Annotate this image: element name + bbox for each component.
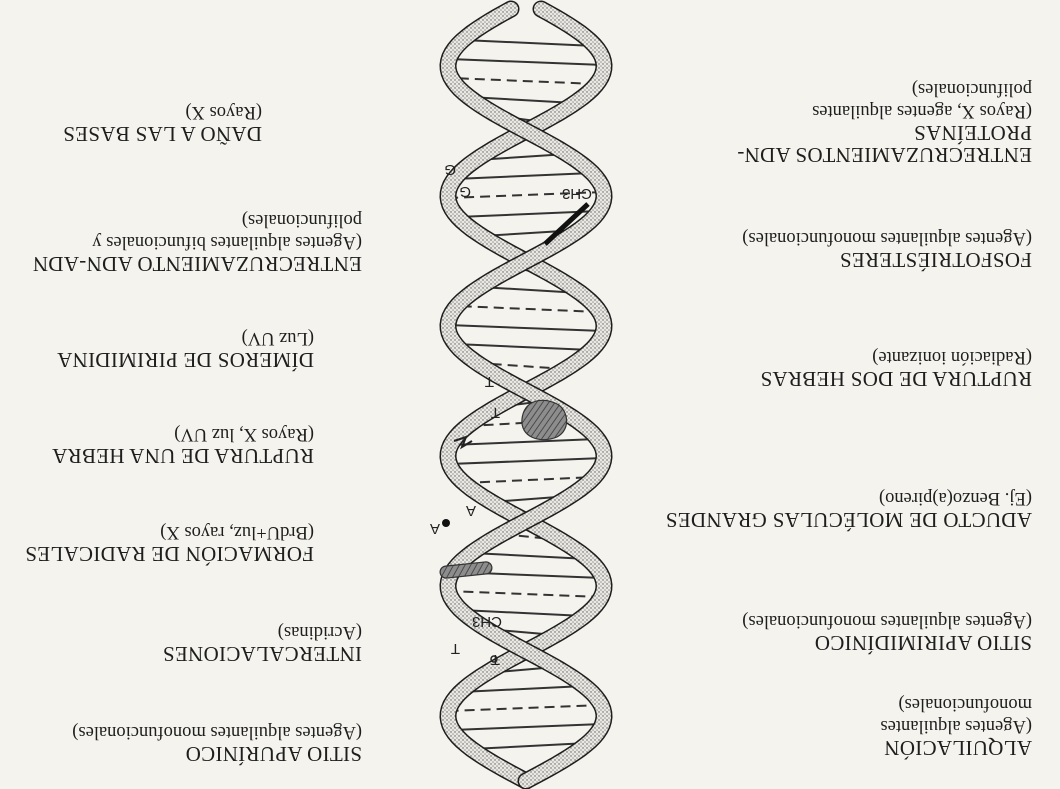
base-pair-rung xyxy=(448,325,603,331)
label-sitio-apirimidinico: SITIO APIRIMIDÍNICO (Agentes alquilantes… xyxy=(742,610,1032,654)
label-dano-bases: DAÑO A LAS BASES (Rayos X) xyxy=(63,101,262,145)
base-pair-rung xyxy=(451,439,598,445)
strand-fill-2 xyxy=(448,9,604,781)
base-pair-rung xyxy=(450,458,604,464)
label-entrecruzamientos-adn-proteinas: ENTRECRUZAMIENTOS ADN- PROTEÍNAS (Rayos … xyxy=(737,78,1032,166)
base-pair-rung xyxy=(455,173,593,179)
label-aducto: ADUCTO DE MOLÉCULAS GRANDES (Ej. Benzo(a… xyxy=(666,487,1032,531)
base-pair-rung xyxy=(451,78,596,84)
label-sitio-apurinico: SITIO APURÍNICO (Agentes alquilantes mon… xyxy=(72,721,362,765)
label-agent: (Agentes alquilantes monofuncionales) xyxy=(742,227,1032,249)
label-agent: (Agentes alquilantes monofuncionales) xyxy=(72,721,362,743)
label-title: DÍMEROS DE PIRIMIDINA xyxy=(57,349,314,371)
label-title: RUPTURA DE UNA HEBRA xyxy=(52,445,314,467)
label-title: RUPTURA DE DOS HEBRAS xyxy=(760,368,1032,390)
intercalator-bar xyxy=(440,561,493,578)
label-dimeros-pirimidina: DÍMEROS DE PIRIMIDINA (Luz UV) xyxy=(57,327,314,371)
label-formacion-radicales: FORMACIÓN DE RADICALES (BrdU+luz, rayos … xyxy=(25,521,314,565)
label-agent: (Luz UV) xyxy=(57,327,314,349)
label-agent: polifuncionales) xyxy=(737,78,1032,100)
a-label-2: A xyxy=(466,502,476,519)
label-agent: (Ej. Benzo(a)pireno) xyxy=(666,487,1032,509)
label-agent: monofuncionales) xyxy=(880,693,1032,715)
label-entrecruzamiento-adn-adn: ENTRECRUZAMIENTO ADN-ADN (Agentes alquil… xyxy=(33,209,362,275)
base-pair-rung xyxy=(463,40,595,46)
label-title: PROTEÍNAS xyxy=(737,122,1032,144)
g-label-1: G xyxy=(459,183,471,200)
base-pair-rung xyxy=(452,724,602,730)
base-pair-rung xyxy=(449,591,602,597)
backbone-strands xyxy=(448,9,604,781)
t-dimer-label-2: T xyxy=(485,373,494,390)
label-agent: (Rayos X, agentes alquilantes xyxy=(737,100,1032,122)
a-label-1: A xyxy=(430,520,440,537)
label-title: ENTRECRUZAMIENTO ADN-ADN xyxy=(33,253,362,275)
label-title: FORMACIÓN DE RADICALES xyxy=(25,543,314,565)
ch3-label-top: CH3 xyxy=(562,185,592,202)
label-intercalaciones: INTERCALACIONES (Acridinas) xyxy=(163,621,362,665)
radical-dot xyxy=(442,519,450,527)
label-title: ALQUILACIÓN xyxy=(880,737,1032,759)
label-title: DAÑO A LAS BASES xyxy=(63,123,262,145)
base-pair-rung xyxy=(455,344,591,350)
t-label-2: T xyxy=(451,640,460,657)
t-dimer-label-1: T xyxy=(491,404,500,421)
large-adduct-blob xyxy=(522,400,567,439)
ch3-label-bottom: CH3 xyxy=(472,613,502,630)
label-agent: (Rayos X, luz UV) xyxy=(52,423,314,445)
base-pair-rung xyxy=(449,59,604,65)
label-agent: polifuncionales) xyxy=(33,209,362,231)
label-agent: (Rayos X) xyxy=(63,101,262,123)
label-agent: (Agentes alquilantes bifuncionales y xyxy=(33,231,362,253)
label-title: ENTRECRUZAMIENTOS ADN- xyxy=(737,144,1032,166)
base-pair-rung xyxy=(464,477,594,483)
label-agent: (Agentes alquilantes xyxy=(880,715,1032,737)
g-label-2: G xyxy=(444,161,456,178)
label-title: SITIO APURÍNICO xyxy=(72,743,362,765)
label-ruptura-una-hebra: RUPTURA DE UNA HEBRA (Rayos X, luz UV) xyxy=(52,423,314,467)
label-agent: (BrdU+luz, rayos X) xyxy=(25,521,314,543)
label-title: FOSFOTRIÉSTERES xyxy=(742,249,1032,271)
label-agent: (Radiación ionizante) xyxy=(760,346,1032,368)
label-ruptura-dos-hebras: RUPTURA DE DOS HEBRAS (Radiación ionizan… xyxy=(760,346,1032,390)
base-pair-rung xyxy=(449,705,602,711)
base-pair-rung xyxy=(457,306,600,312)
label-alquilacion: ALQUILACIÓN (Agentes alquilantes monofun… xyxy=(880,693,1032,759)
label-title: ADUCTO DE MOLÉCULAS GRANDES xyxy=(666,509,1032,531)
t-label-1: T xyxy=(491,651,500,668)
label-agent: (Acridinas) xyxy=(163,621,362,643)
label-title: INTERCALACIONES xyxy=(163,643,362,665)
label-fosfotriesteres: FOSFOTRIÉSTERES (Agentes alquilantes mon… xyxy=(742,227,1032,271)
label-title: SITIO APIRIMIDÍNICO xyxy=(742,632,1032,654)
label-agent: (Agentes alquilantes monofuncionales) xyxy=(742,610,1032,632)
